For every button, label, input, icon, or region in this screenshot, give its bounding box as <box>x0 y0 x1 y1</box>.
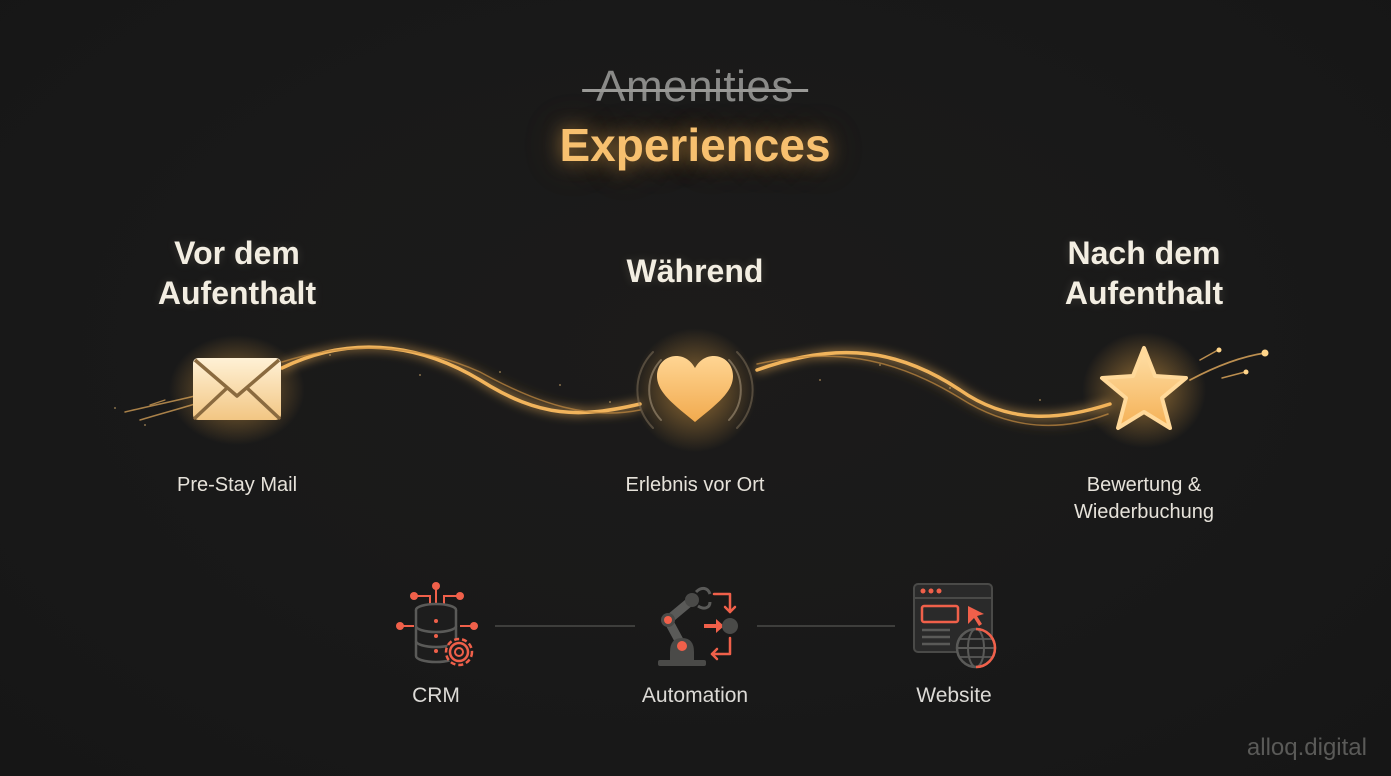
struck-title: Amenities <box>582 62 808 112</box>
tool-label-automation: Automation <box>641 684 749 707</box>
caption-line: Pre-Stay Mail <box>176 474 298 496</box>
envelope-icon <box>169 335 305 445</box>
phase-title-before: Vor dem Aufenthalt <box>158 233 316 313</box>
database-gear-icon <box>396 582 478 667</box>
phase-title-after: Nach dem Aufenthalt <box>1065 233 1223 313</box>
caption-line: Bewertung & <box>1086 474 1202 496</box>
caption-line: Wiederbuchung <box>1073 501 1215 523</box>
phase-title-line: Aufenthalt <box>157 275 317 311</box>
phase-title-line: Während <box>626 253 764 289</box>
phase-title-line: Vor dem <box>174 235 300 271</box>
phase-caption-after: Bewertung & Wiederbuchung <box>1074 472 1214 526</box>
tool-label-website: Website <box>916 684 992 707</box>
phase-title-line: Nach dem <box>1067 235 1221 271</box>
phase-caption-during: Erlebnis vor Ort <box>626 472 765 499</box>
tool-label-crm: CRM <box>412 684 460 707</box>
phase-title-line: Aufenthalt <box>1064 275 1224 311</box>
browser-globe-icon <box>913 583 997 669</box>
star-icon <box>1082 332 1206 448</box>
strikethrough-line <box>582 88 808 92</box>
phase-title-during: Während <box>627 251 764 291</box>
struck-title-text: Amenities <box>596 62 794 111</box>
robot-arm-icon <box>658 586 738 666</box>
page-title: Experiences <box>559 119 831 171</box>
caption-line: Erlebnis vor Ort <box>625 474 765 496</box>
heart-icon <box>633 328 757 452</box>
phase-caption-before: Pre-Stay Mail <box>177 472 297 499</box>
brand-watermark: alloq.digital <box>1246 734 1367 761</box>
